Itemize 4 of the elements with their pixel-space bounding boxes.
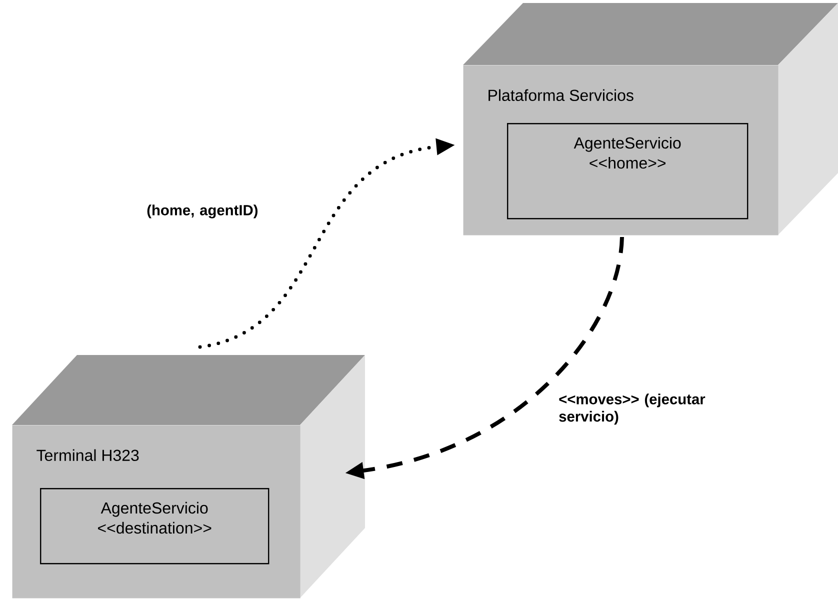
edge-label: <<moves>> (ejecutar servicio) <box>559 394 706 425</box>
component-box: AgenteServicio <<home>> <box>507 123 748 220</box>
component-box: AgenteServicio <<destination>> <box>40 488 270 564</box>
edge-label: (home, agentID) <box>147 204 258 218</box>
